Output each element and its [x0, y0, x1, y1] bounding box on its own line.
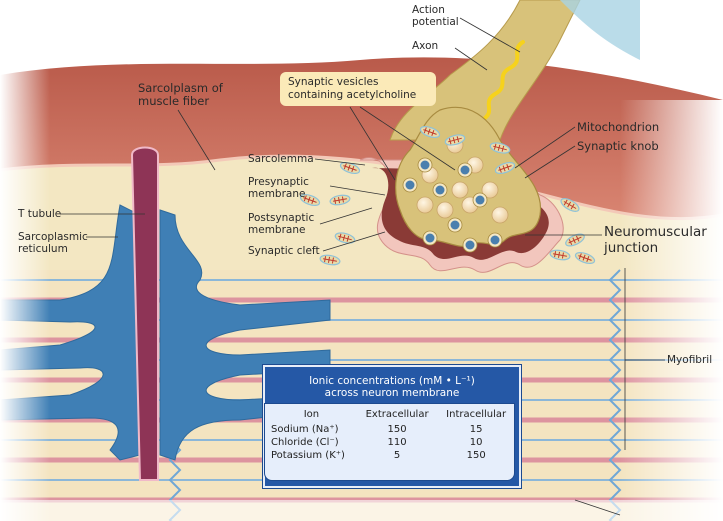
label-line: muscle fiber: [138, 94, 210, 108]
mitochondrion-cristae: [343, 163, 357, 173]
label-line: membrane: [248, 224, 306, 236]
cell-intracellular: 150: [466, 450, 486, 461]
label-synaptic-vesicles: Synaptic vesicles containing acetylcholi…: [280, 72, 436, 106]
vesicle: [491, 206, 509, 224]
mitochondrion: [299, 193, 321, 207]
label-line: Sarcoplasmic: [18, 231, 88, 243]
label-neuromuscular-junction: Neuromuscular junction: [604, 224, 707, 256]
myelin-sheath: [560, 0, 640, 60]
mitochondrion: [574, 251, 596, 265]
acetylcholine-core: [460, 165, 470, 175]
label-line: Neuromuscular: [604, 224, 707, 240]
mitochondrion-cristae: [493, 143, 507, 152]
cell-extracellular: 150: [387, 424, 407, 435]
mitochondrion: [319, 254, 341, 266]
label-sarcoplasmic-reticulum: Sarcoplasmic reticulum: [18, 231, 88, 255]
label-synaptic-cleft: Synaptic cleft: [248, 245, 320, 257]
label-axon: Axon: [412, 40, 439, 52]
acetylcholine-core: [435, 185, 445, 195]
label-line: Postsynaptic: [248, 212, 315, 224]
vesicle: [451, 181, 469, 199]
cell-ion: Potassium (K⁺): [271, 450, 345, 461]
vesicle: [481, 181, 499, 199]
ion-table: Ion Extracellular Intracellular Sodium (…: [267, 408, 514, 462]
acetylcholine-core: [425, 233, 435, 243]
label-action-potential: Action potential: [412, 4, 459, 28]
mitochondrion: [419, 125, 441, 139]
mitochondrion-cristae: [553, 251, 567, 259]
mitochondrion-cristae: [423, 127, 437, 137]
z-line: [608, 269, 622, 521]
label-line: Sarcolplasm of: [138, 81, 223, 95]
header-intracellular: Intracellular: [446, 409, 507, 420]
mitochondrion: [334, 232, 356, 244]
action-potential-wave: [483, 40, 525, 120]
mitochondrion-cristae: [338, 233, 352, 242]
cell-ion: Chloride (Cl⁻): [271, 437, 339, 448]
table-row: Chloride (Cl⁻) 110 10: [267, 436, 514, 449]
label-sarcoplasm: Sarcolplasm of muscle fiber: [138, 82, 223, 108]
cell-extracellular: 5: [393, 450, 401, 461]
mitochondrion-cristae: [323, 256, 337, 264]
acetylcholine-core: [450, 220, 460, 230]
label-line: reticulum: [18, 243, 68, 255]
label-line: junction: [604, 240, 659, 256]
label-line: Presynaptic: [248, 176, 309, 188]
label-presynaptic-membrane: Presynaptic membrane: [248, 176, 309, 200]
mitochondrion: [489, 142, 511, 154]
label-line: Action: [412, 4, 445, 16]
cell-intracellular: 15: [469, 424, 483, 435]
mitochondrion: [565, 233, 585, 247]
mitochondrion: [444, 134, 466, 146]
cell-extracellular: 110: [387, 437, 407, 448]
ion-table-title-line2: across neuron membrane: [324, 387, 460, 399]
label-t-tubule: T tubule: [18, 208, 62, 220]
t-tubule: [130, 146, 159, 481]
label-sarcolemma: Sarcolemma: [248, 153, 314, 165]
label-line: containing acetylcholine: [288, 89, 417, 101]
vesicle: [416, 196, 434, 214]
label-line: potential: [412, 16, 459, 28]
cell-ion: Sodium (Na⁺): [271, 424, 339, 435]
leader-lines: [60, 17, 665, 516]
label-synaptic-knob: Synaptic knob: [577, 139, 659, 153]
ion-table-header-row: Ion Extracellular Intracellular: [267, 408, 514, 423]
mitochondrion-cristae: [333, 196, 347, 204]
label-line: Synaptic vesicles: [288, 76, 379, 88]
mitochondrion: [329, 194, 351, 206]
table-row: Potassium (K⁺) 5 150: [267, 449, 514, 462]
mitochondria: [299, 125, 596, 266]
ion-table-title: Ionic concentrations (mM • L⁻¹) across n…: [265, 375, 519, 399]
mitochondrion: [560, 198, 580, 212]
mitochondrion-cristae: [498, 163, 512, 173]
ion-concentration-panel: Ionic concentrations (mM • L⁻¹) across n…: [263, 365, 521, 488]
label-myofibril: Myofibril: [667, 354, 713, 366]
acetylcholine-core: [465, 240, 475, 250]
label-postsynaptic-membrane: Postsynaptic membrane: [248, 212, 314, 236]
mitochondrion-cristae: [568, 235, 582, 246]
mitochondrion: [549, 249, 571, 261]
axon: [389, 0, 581, 141]
acetylcholine-core: [405, 180, 415, 190]
acetylcholine-core: [420, 160, 430, 170]
mitochondrion-cristae: [448, 136, 462, 145]
label-line: membrane: [248, 188, 306, 200]
header-ion: Ion: [303, 409, 320, 420]
table-row: Sodium (Na⁺) 150 15: [267, 423, 514, 436]
mitochondrion-cristae: [578, 253, 592, 263]
acetylcholine-core: [475, 195, 485, 205]
ion-table-body: Ion Extracellular Intracellular Sodium (…: [264, 403, 515, 481]
mitochondrion-cristae: [563, 199, 577, 210]
muscle-fiber-surface: [0, 57, 723, 219]
header-extracellular: Extracellular: [365, 409, 429, 420]
label-mitochondrion: Mitochondrion: [577, 120, 660, 134]
mitochondrion: [494, 161, 516, 175]
mitochondrion-cristae: [303, 195, 317, 205]
acetylcholine-core: [490, 235, 500, 245]
cell-intracellular: 10: [469, 437, 483, 448]
ion-table-title-line1: Ionic concentrations (mM • L⁻¹): [309, 375, 475, 387]
vesicle: [436, 201, 454, 219]
